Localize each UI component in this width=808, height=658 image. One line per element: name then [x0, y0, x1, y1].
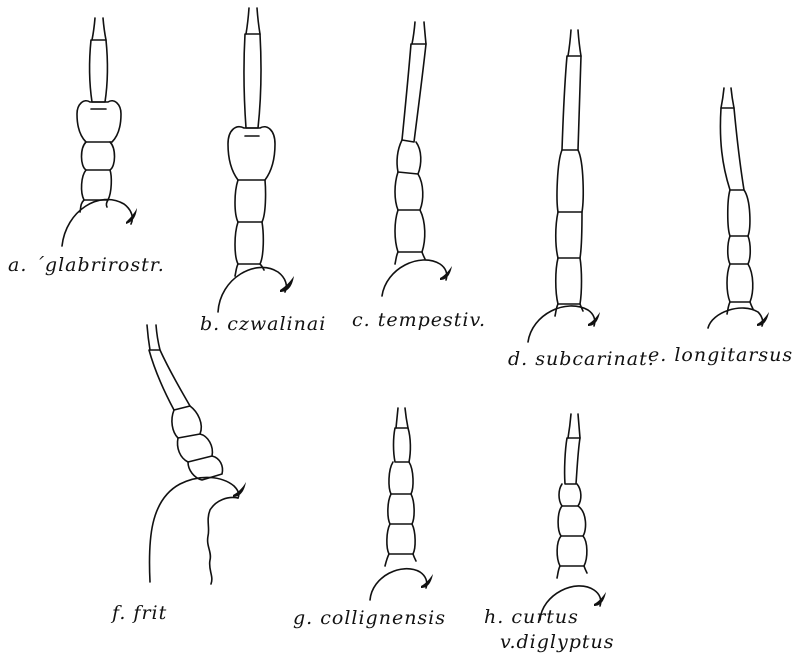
tarsus-drawing-f — [147, 325, 246, 584]
figure-label-h-variety: v.diglyptus — [500, 633, 615, 652]
tarsus-drawing-c — [382, 22, 452, 296]
tarsus-drawing-g — [370, 408, 433, 600]
tarsus-drawing-e — [708, 88, 769, 328]
tarsus-drawing-b — [218, 8, 294, 312]
figure-label-h: h. curtus — [484, 608, 579, 627]
figure-label-e: e. longitarsus — [648, 346, 793, 365]
figure-label-g: g. collignensis — [293, 609, 446, 628]
tarsus-drawing-d — [528, 30, 600, 342]
figure-label-d: d. subcarinat. — [508, 350, 655, 369]
figure-label-a: a. ˊglabrirostr. — [8, 256, 165, 275]
tarsus-drawing-h — [540, 414, 606, 620]
figure-label-f: f. frit — [112, 604, 167, 623]
figure-label-c: c. tempestiv. — [352, 311, 486, 330]
tarsus-drawing-a — [62, 18, 137, 246]
figure-label-b: b. czwalinai — [200, 315, 326, 334]
